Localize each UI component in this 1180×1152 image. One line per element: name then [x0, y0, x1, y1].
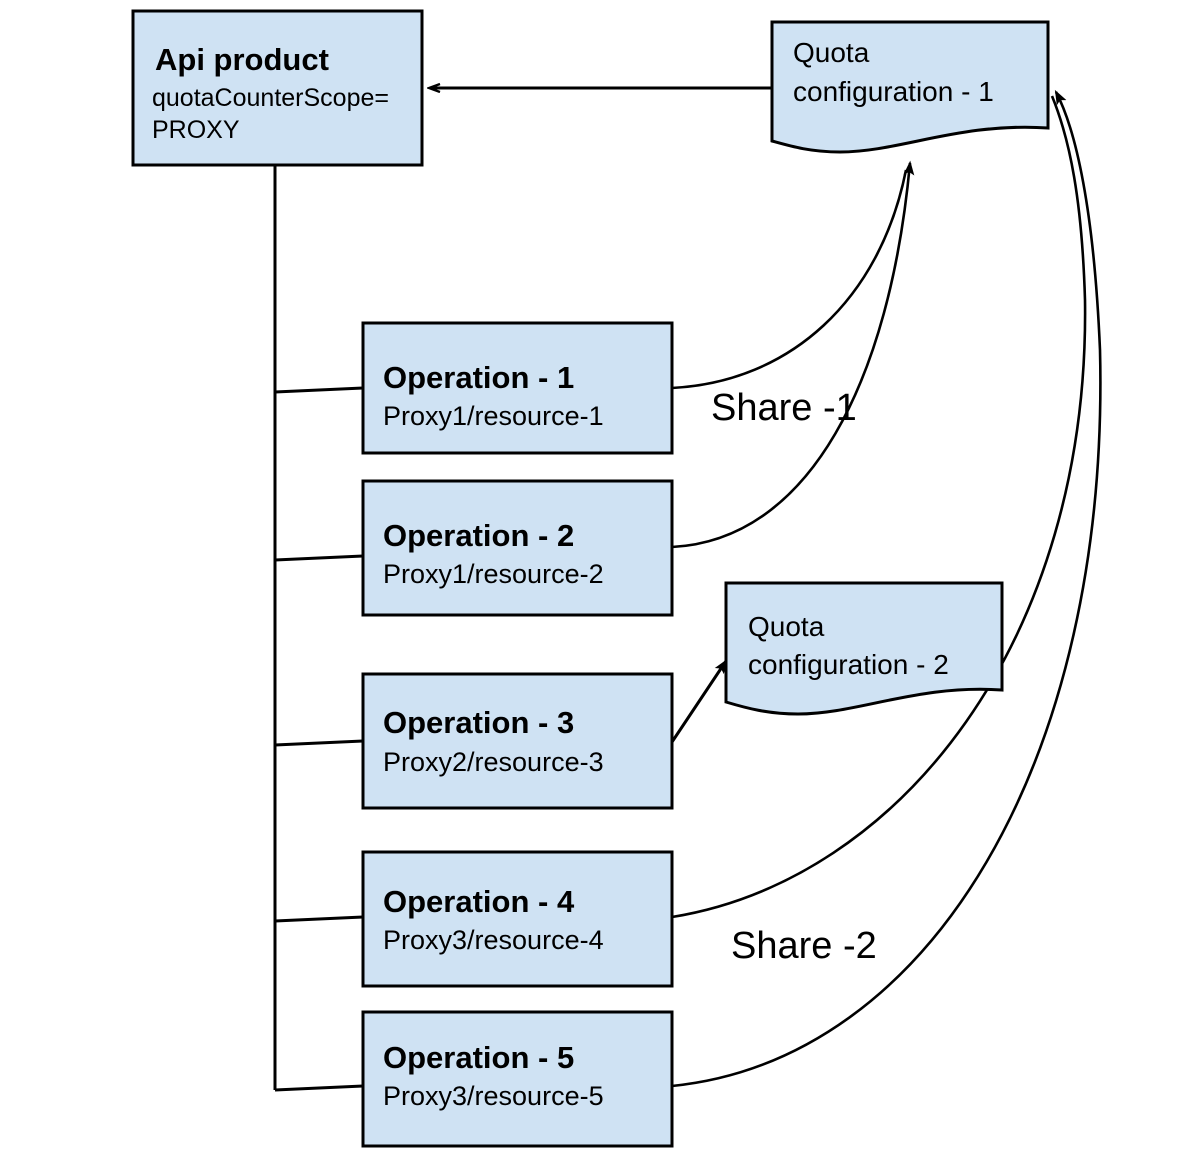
operation-2-box[interactable] [361, 479, 674, 617]
node-operation-4[interactable]: Operation - 4 Proxy3/resource-4 [361, 850, 674, 988]
quota-configuration-1-line-2: configuration - 1 [793, 76, 994, 107]
tree-branch-operation-2 [274, 554, 364, 562]
operation-1-title: Operation - 1 [383, 360, 574, 395]
api-product-title: Api product [155, 42, 329, 77]
quota-configuration-2-line-1: Quota [748, 611, 825, 642]
operation-4-resource: Proxy3/resource-4 [383, 925, 604, 955]
quota-configuration-2-line-2: configuration - 2 [748, 649, 949, 680]
api-product-scope-line-1: quotaCounterScope= [152, 84, 389, 112]
tree-branch-operation-5 [274, 1084, 364, 1092]
operation-2-resource: Proxy1/resource-2 [383, 559, 604, 589]
tree-branch-operation-1 [274, 386, 364, 394]
operation-1-box[interactable] [361, 321, 674, 455]
operation-4-title: Operation - 4 [383, 884, 575, 919]
operation-4-box[interactable] [361, 850, 674, 988]
quota-configuration-1-line-1: Quota [793, 37, 870, 68]
operation-1-resource: Proxy1/resource-1 [383, 401, 604, 431]
operation-5-box[interactable] [361, 1010, 674, 1148]
tree-connector-group [273, 165, 364, 1092]
edge-operation-1-to-quota1 [671, 169, 908, 390]
quota-configuration-1-document-shape[interactable] [770, 20, 1050, 154]
node-operation-2[interactable]: Operation - 2 Proxy1/resource-2 [361, 479, 674, 617]
node-quota-configuration-2[interactable]: Quota configuration - 2 [724, 581, 1004, 716]
node-quota-configuration-1[interactable]: Quota configuration - 1 [770, 20, 1050, 154]
edge-operation-3-to-quota2 [670, 661, 726, 743]
node-operation-5[interactable]: Operation - 5 Proxy3/resource-5 [361, 1010, 674, 1148]
edge-label-share-2: Share -2 [731, 925, 877, 967]
edge-label-share-1: Share -1 [711, 387, 857, 429]
operation-3-title: Operation - 3 [383, 705, 574, 740]
operation-3-box[interactable] [361, 672, 674, 810]
tree-branch-operation-4 [274, 915, 364, 923]
node-operation-1[interactable]: Operation - 1 Proxy1/resource-1 [361, 321, 674, 455]
node-operation-3[interactable]: Operation - 3 Proxy2/resource-3 [361, 672, 674, 810]
quota-configuration-2-document-shape[interactable] [724, 581, 1004, 716]
edge-operation-2-to-quota1 [671, 163, 910, 549]
api-product-scope-line-2: PROXY [152, 116, 240, 144]
edge-operation-4-to-quota1 [671, 95, 1087, 919]
operation-5-resource: Proxy3/resource-5 [383, 1081, 604, 1111]
node-api-product[interactable]: Api product quotaCounterScope= PROXY [131, 9, 424, 167]
operation-3-resource: Proxy2/resource-3 [383, 747, 604, 777]
operation-2-title: Operation - 2 [383, 518, 574, 553]
edge-operation-5-to-quota1 [671, 92, 1102, 1088]
api-product-box[interactable] [131, 9, 424, 167]
operation-5-title: Operation - 5 [383, 1040, 574, 1075]
tree-branch-operation-3 [274, 739, 364, 747]
